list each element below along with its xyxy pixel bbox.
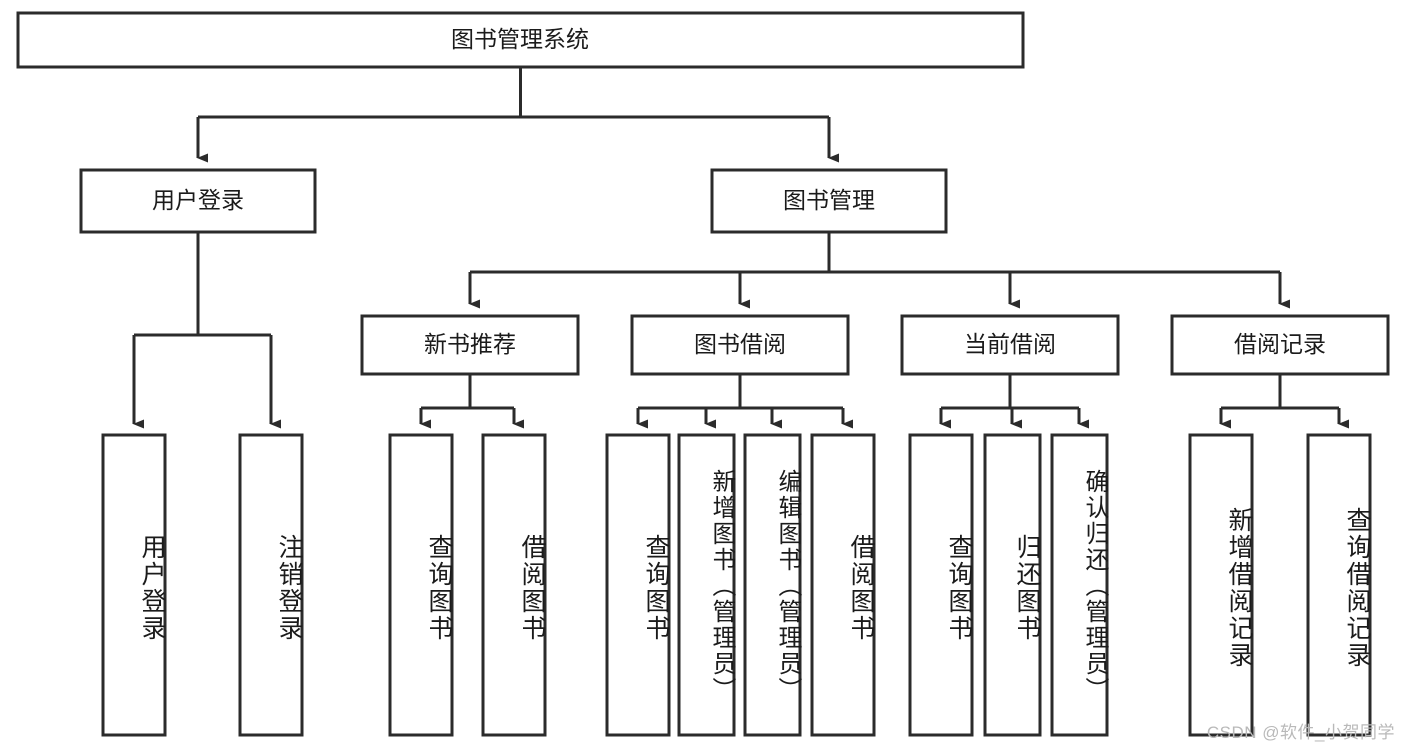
leaf-box-confirm-return-admin[interactable] bbox=[1050, 433, 1109, 737]
csdn-watermark: CSDN @软件_小贺同学 bbox=[1206, 723, 1395, 742]
leaf-label-add-book-admin: 新增图书（管理员） bbox=[708, 469, 735, 703]
leaf-label-query-borrow-record: 查询借阅记录 bbox=[1343, 506, 1371, 669]
leaf-box-query-book-borrow[interactable] bbox=[605, 433, 671, 737]
leaf-label-query-book-rec: 查询图书 bbox=[425, 533, 453, 642]
leaf-label-return-book: 归还图书 bbox=[1013, 533, 1041, 642]
node-root-label: 图书管理系统 bbox=[451, 26, 589, 52]
leaf-box-logout[interactable] bbox=[238, 433, 304, 737]
leaf-label-query-book-current: 查询图书 bbox=[945, 533, 973, 642]
node-current-borrow-box[interactable] bbox=[900, 314, 1120, 376]
node-root-box[interactable] bbox=[16, 11, 1025, 69]
leaf-label-confirm-return-admin: 确认归还（管理员） bbox=[1081, 469, 1108, 703]
leaf-label-user-login: 用户登录 bbox=[138, 533, 166, 642]
leaf-label-borrow-book: 借阅图书 bbox=[847, 533, 875, 642]
leaf-box-borrow-book-rec[interactable] bbox=[481, 433, 547, 737]
leaf-box-add-book-admin[interactable] bbox=[677, 433, 736, 737]
leaf-box-add-borrow-record[interactable] bbox=[1188, 433, 1254, 737]
leaf-label-edit-book-admin: 编辑图书（管理员） bbox=[774, 469, 801, 703]
node-book-borrow-label: 图书借阅 bbox=[694, 331, 786, 357]
node-borrow-record-box[interactable] bbox=[1170, 314, 1390, 376]
leaf-label-add-borrow-record: 新增借阅记录 bbox=[1225, 506, 1253, 669]
node-book-borrow-box[interactable] bbox=[630, 314, 850, 376]
node-new-book-recommend-box[interactable] bbox=[360, 314, 580, 376]
node-book-management-box[interactable] bbox=[710, 168, 948, 234]
node-new-book-recommend-label: 新书推荐 bbox=[424, 331, 516, 357]
leaf-box-borrow-book[interactable] bbox=[810, 433, 876, 737]
node-layer: 图书管理系统 用户登录 图书管理 新书推荐 图书借阅 当前借阅 借阅记录 bbox=[16, 11, 1390, 737]
node-user-login-label: 用户登录 bbox=[152, 187, 244, 213]
leaf-box-query-borrow-record[interactable] bbox=[1306, 433, 1372, 737]
node-book-management-label: 图书管理 bbox=[783, 187, 875, 213]
leaf-box-return-book[interactable] bbox=[983, 433, 1042, 737]
leaf-label-query-book-borrow: 查询图书 bbox=[642, 533, 670, 642]
leaf-box-edit-book-admin[interactable] bbox=[743, 433, 802, 737]
leaf-label-borrow-book-rec: 借阅图书 bbox=[518, 533, 546, 642]
leaf-box-query-book-rec[interactable] bbox=[388, 433, 454, 737]
node-borrow-record-label: 借阅记录 bbox=[1234, 331, 1326, 357]
node-current-borrow-label: 当前借阅 bbox=[964, 331, 1056, 357]
leaf-box-user-login[interactable] bbox=[101, 433, 167, 737]
connector-layer bbox=[132, 67, 1349, 429]
node-user-login-box[interactable] bbox=[79, 168, 317, 234]
leaf-box-query-book-current[interactable] bbox=[908, 433, 974, 737]
leaf-label-logout: 注销登录 bbox=[275, 533, 303, 642]
